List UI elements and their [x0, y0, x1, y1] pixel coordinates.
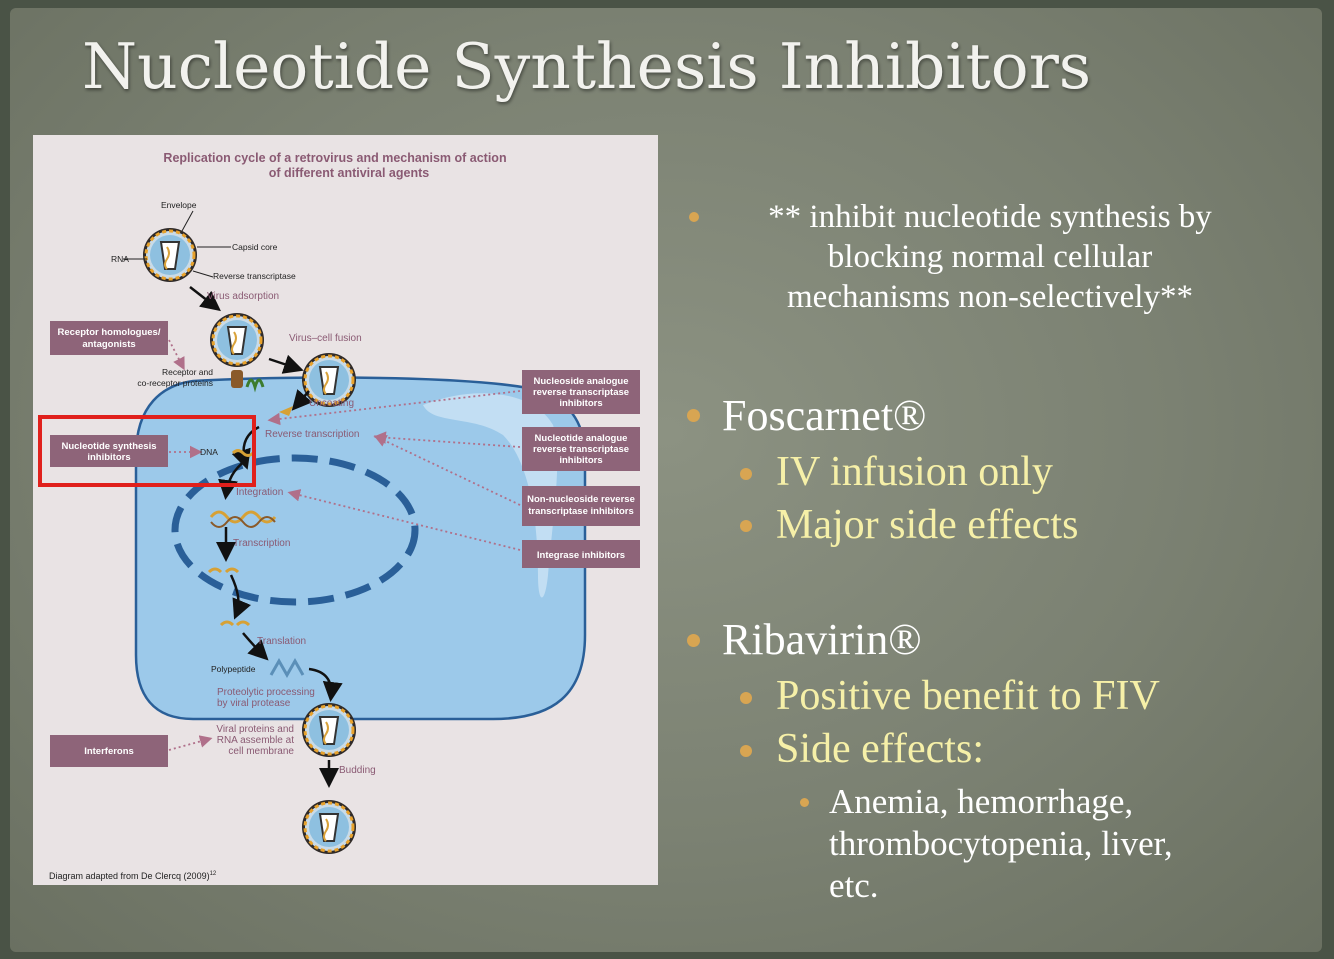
box-nucleotide-line1: Nucleotide synthesis: [61, 441, 156, 452]
note-line1: ** inhibit nucleotide synthesis by: [768, 199, 1212, 235]
box-nucleotide-rti: [522, 427, 640, 471]
box-nrti2-line2: reverse transcriptase: [533, 444, 629, 455]
dna-helix-strand: [210, 516, 276, 528]
box-nrti2-line3: inhibitors: [559, 455, 602, 466]
mrna-nucleus: [207, 567, 240, 574]
label-transcription: Transcription: [233, 538, 290, 549]
bullet-ribavirin-benefit: Positive benefit to FIV: [776, 673, 1160, 719]
label-envelope: Envelope: [161, 200, 197, 210]
bullet-note: ** inhibit nucleotide synthesis by block…: [720, 197, 1260, 317]
label-translation: Translation: [257, 636, 306, 647]
diagram-panel: Replication cycle of a retrovirus and me…: [33, 135, 658, 885]
dna-fragment: [231, 449, 255, 457]
bullet-ribavirin: Ribavirin®: [722, 615, 922, 664]
mrna-cytoplasm: [219, 620, 251, 627]
virion-budded: [300, 798, 358, 856]
label-dna: DNA: [200, 447, 218, 457]
label-receptor-line1: Receptor and: [162, 367, 213, 377]
label-uncoating: Uncoating: [309, 398, 354, 409]
nucleus: [171, 454, 419, 606]
bullet-ribavirin-side-effects: Side effects:: [776, 726, 984, 772]
bullet-dot: [689, 212, 699, 222]
label-proteolytic-line2: by viral protease: [217, 698, 291, 709]
label-reverse-transcription: Reverse transcription: [265, 429, 359, 440]
note-line2: blocking normal cellular: [827, 239, 1153, 275]
label-reverse-transcriptase: Reverse transcriptase: [213, 271, 296, 281]
rna-fragment: [279, 406, 293, 416]
label-polypeptide: Polypeptide: [211, 664, 256, 674]
bullet-dot: [740, 745, 752, 757]
box-nucleoside-rti: [522, 370, 640, 414]
box-receptor-antagonists: [50, 321, 168, 355]
bullet-foscarnet-side-effects: Major side effects: [776, 502, 1079, 548]
bullet-side-effect-list: Anemia, hemorrhage, thrombocytopenia, li…: [829, 781, 1173, 907]
virion-free: [141, 226, 199, 284]
diagram-footnote: Diagram adapted from De Clercq (2009)12: [49, 871, 217, 881]
highlight-box: [38, 415, 256, 487]
bullet-dot: [740, 468, 752, 480]
label-rna: RNA: [111, 254, 129, 264]
side-effect-line2: thrombocytopenia, liver,: [829, 824, 1173, 863]
bullet-foscarnet: Foscarnet®: [722, 391, 927, 440]
label-integration: Integration: [236, 487, 283, 498]
label-proteolytic-line1: Proteolytic processing: [217, 687, 315, 698]
dna-helix: [209, 510, 277, 524]
cycle-arrows: [189, 286, 343, 788]
diagram-heading-line1: Replication cycle of a retrovirus and me…: [163, 151, 506, 165]
label-receptor-line2: co-receptor proteins: [137, 378, 213, 388]
label-assemble-line3: cell membrane: [228, 746, 294, 757]
label-assemble-line2: RNA assemble at: [217, 735, 294, 746]
side-effect-line1: Anemia, hemorrhage,: [829, 782, 1134, 821]
box-nrti1-line3: inhibitors: [559, 398, 602, 409]
bullet-dot: [687, 409, 700, 422]
virion-assembly: [300, 701, 358, 759]
bullet-dot: [687, 634, 700, 647]
bullet-dot: [800, 798, 809, 807]
box-nrti1-line2: reverse transcriptase: [533, 387, 629, 398]
label-virus-adsorption: Virus adsorption: [207, 291, 279, 302]
bullet-foscarnet-iv: IV infusion only: [776, 449, 1053, 495]
slide-title: Nucleotide Synthesis Inhibitors: [82, 30, 1092, 103]
box-nucleotide-synthesis: [50, 435, 168, 467]
label-assemble-line1: Viral proteins and: [216, 724, 294, 735]
box-integrase-label: Integrase inhibitors: [537, 550, 625, 561]
diagram-heading-line2: of different antiviral agents: [269, 166, 429, 180]
box-nrti2-line1: Nucleotide analogue: [535, 433, 628, 444]
label-capsid-core: Capsid core: [232, 242, 278, 252]
bullet-dot: [740, 520, 752, 532]
label-budding: Budding: [339, 765, 376, 776]
box-integrase-inhibitors: [522, 540, 640, 568]
virion-adsorption: [208, 311, 266, 369]
box-receptor-line2: antagonists: [82, 339, 135, 350]
receptor-proteins: [231, 370, 265, 393]
box-interferons-label: Interferons: [84, 746, 134, 757]
bullet-dot: [740, 692, 752, 704]
box-nrti1-line1: Nucleoside analogue: [533, 376, 628, 387]
note-line3: mechanisms non-selectively**: [787, 279, 1193, 315]
polypeptide-shape: [269, 657, 305, 679]
box-nucleotide-line2: inhibitors: [87, 452, 130, 463]
side-effect-line3: etc.: [829, 866, 879, 905]
box-receptor-line1: Receptor homologues/: [58, 327, 161, 338]
replication-cycle-diagram: Replication cycle of a retrovirus and me…: [38, 151, 640, 881]
box-non-nucleoside-rti: [522, 486, 640, 526]
box-nnrti-line1: Non-nucleoside reverse: [527, 494, 635, 505]
box-interferons: [50, 735, 168, 767]
inhibition-arrows: [168, 339, 521, 751]
label-virus-cell-fusion: Virus–cell fusion: [289, 333, 362, 344]
box-nnrti-line2: transcriptase inhibitors: [528, 506, 634, 517]
